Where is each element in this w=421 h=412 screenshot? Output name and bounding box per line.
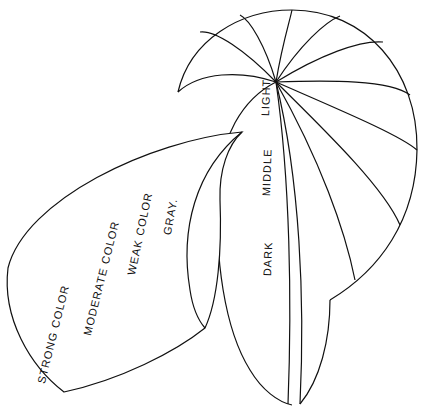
axis-label: DARK [262,241,274,276]
color-wedge [7,132,242,392]
axis-label: LIGHT [260,79,272,117]
axis-label: MIDDLE [261,148,274,196]
cut-face [276,82,302,404]
wedge-inner-edge [187,132,242,328]
sphere-lower-edge [300,300,330,404]
cut-face-edge [276,82,290,404]
cut-face-outline [217,82,292,405]
